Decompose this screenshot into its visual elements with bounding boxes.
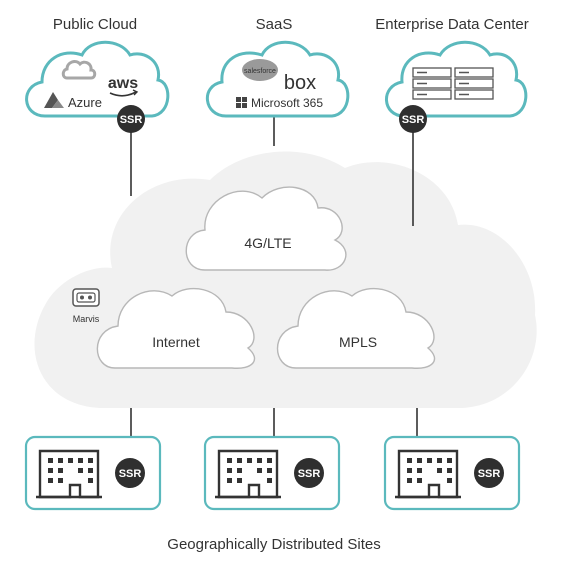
public-cloud-label: Public Cloud xyxy=(53,16,137,33)
ssr-badge-site-1: SSR xyxy=(115,458,145,488)
aws-logo-icon: aws xyxy=(108,75,138,97)
svg-text:SSR: SSR xyxy=(119,468,142,480)
svg-text:SSR: SSR xyxy=(298,468,321,480)
saas-cloud: salesforce box Microsoft 365 xyxy=(205,40,350,118)
azure-logo-icon: Azure xyxy=(44,92,102,110)
marvis-robot-icon xyxy=(72,288,100,307)
marvis-label: Marvis xyxy=(73,314,100,324)
building-icon xyxy=(36,449,102,499)
lte-cloud-outline xyxy=(185,186,347,271)
svg-text:Microsoft 365: Microsoft 365 xyxy=(251,96,323,110)
mpls-cloud-outline xyxy=(276,287,436,369)
public-cloud-outline xyxy=(25,40,170,118)
mpls-label: MPLS xyxy=(339,334,377,350)
svg-text:aws: aws xyxy=(108,75,138,92)
svg-text:SSR: SSR xyxy=(402,114,425,126)
ssr-badge-public-cloud: SSR xyxy=(117,105,145,133)
svg-text:Azure: Azure xyxy=(68,95,102,110)
lte-label: 4G/LTE xyxy=(244,235,291,251)
internet-cloud-outline xyxy=(96,287,256,369)
site-3: SSR xyxy=(383,435,521,511)
internet-label: Internet xyxy=(152,334,200,350)
svg-text:box: box xyxy=(284,72,316,94)
salesforce-logo-icon: salesforce xyxy=(242,59,278,81)
internet-cloud: Internet xyxy=(96,287,256,369)
marvis: Marvis xyxy=(72,288,100,324)
public-cloud: aws Azure SSR xyxy=(25,40,170,133)
saas-label: SaaS xyxy=(256,16,293,33)
site-2: SSR xyxy=(203,435,341,511)
microsoft-logo-icon: Microsoft 365 xyxy=(236,96,323,110)
box-logo-icon: box xyxy=(284,72,316,94)
server-rack-icon xyxy=(412,67,494,100)
svg-text:salesforce: salesforce xyxy=(244,68,276,75)
lte-cloud: 4G/LTE xyxy=(185,186,347,271)
ssr-badge-site-2: SSR xyxy=(294,458,324,488)
site-1: SSR xyxy=(24,435,162,511)
svg-text:SSR: SSR xyxy=(478,468,501,480)
footer-label: Geographically Distributed Sites xyxy=(167,536,380,553)
enterprise-dc-label: Enterprise Data Center xyxy=(375,16,528,33)
ssr-badge-site-3: SSR xyxy=(474,458,504,488)
building-icon xyxy=(395,449,461,499)
svg-text:SSR: SSR xyxy=(120,114,143,126)
google-cloud-icon xyxy=(61,60,97,80)
mpls-cloud: MPLS xyxy=(276,287,436,369)
ssr-badge-enterprise-dc: SSR xyxy=(399,105,427,133)
building-icon xyxy=(215,449,281,499)
enterprise-dc-cloud: SSR xyxy=(385,40,528,133)
